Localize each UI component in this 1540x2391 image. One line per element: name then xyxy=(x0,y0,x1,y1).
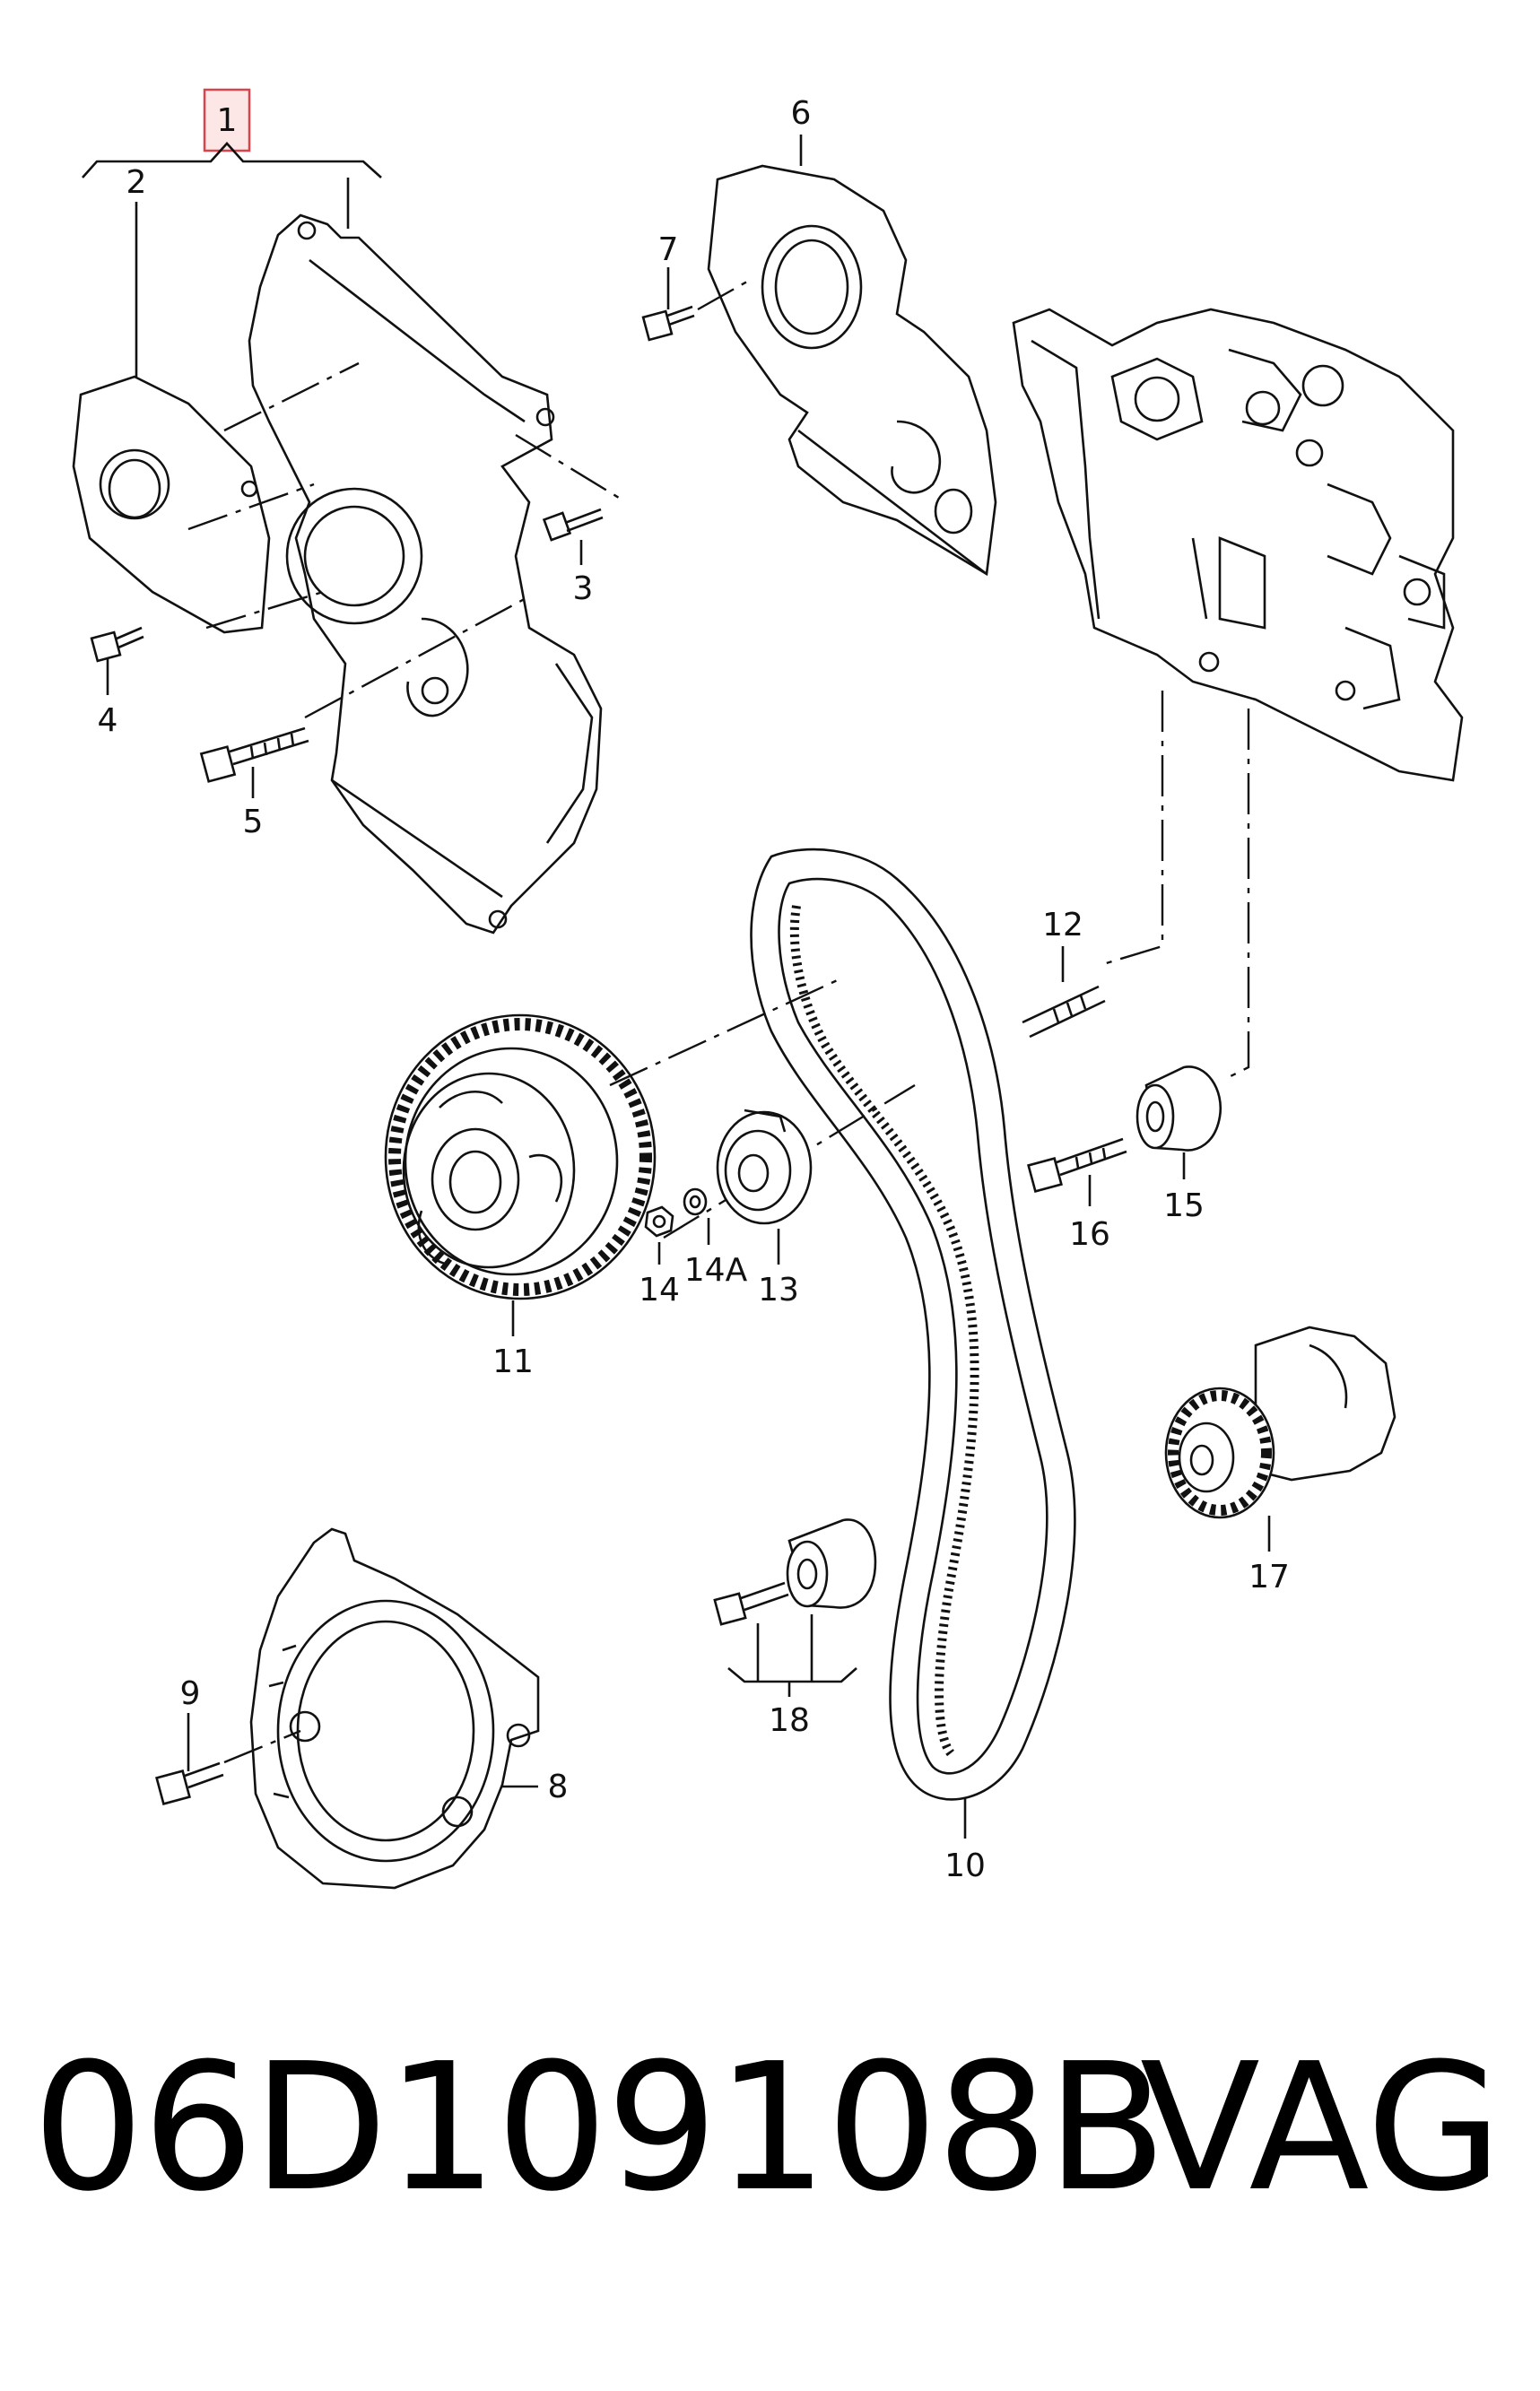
callout-1-highlight xyxy=(203,88,251,152)
callout-5[interactable]: 5 xyxy=(243,804,264,840)
bolt-18 xyxy=(713,1581,789,1626)
camshaft-sprocket-11 xyxy=(384,1013,657,1300)
callout-8[interactable]: 8 xyxy=(548,1769,569,1805)
bolt-16 xyxy=(1027,1137,1127,1193)
bolt-3 xyxy=(542,508,604,542)
lower-cover-8 xyxy=(249,1527,540,1890)
callout-7[interactable]: 7 xyxy=(658,231,679,268)
part-number: 06D109108B xyxy=(32,2026,1167,2230)
rear-cover-6 xyxy=(707,164,997,577)
bolt-9 xyxy=(155,1761,224,1805)
cover-plate-2 xyxy=(72,375,271,634)
callout-14a[interactable]: 14A xyxy=(684,1252,748,1289)
callout-1-group[interactable]: 1 xyxy=(82,88,382,178)
washer-14a xyxy=(683,1187,708,1216)
bolt-5 xyxy=(199,726,309,783)
callout-14[interactable]: 14 xyxy=(639,1272,680,1309)
alignment-line-cover-c xyxy=(205,590,324,630)
callout-13[interactable]: 13 xyxy=(758,1272,799,1309)
bracket-1 xyxy=(82,142,382,178)
bolt-7 xyxy=(641,305,695,342)
bracket-18 xyxy=(727,1614,857,1683)
guide-line-15 xyxy=(1230,709,1250,1078)
callout-18[interactable]: 18 xyxy=(769,1702,810,1739)
callout-16[interactable]: 16 xyxy=(1069,1216,1110,1253)
water-pump-17 xyxy=(1164,1326,1396,1519)
callout-3[interactable]: 3 xyxy=(573,570,594,607)
timing-belt-exploded-diagram: 1 2 3 4 xyxy=(72,88,1464,1890)
tensioner-13 xyxy=(716,1109,813,1225)
guide-line-12 xyxy=(1102,691,1164,966)
upper-timing-cover xyxy=(248,213,603,935)
timing-belt-10 xyxy=(750,848,1076,1801)
callout-4[interactable]: 4 xyxy=(98,702,118,739)
stud-12 xyxy=(1022,985,1106,1039)
callout-9[interactable]: 9 xyxy=(180,1675,201,1712)
engine-block xyxy=(1012,308,1464,782)
callout-12[interactable]: 12 xyxy=(1042,907,1083,943)
alignment-line-cover-e xyxy=(515,433,620,500)
alignment-line-cover-b xyxy=(187,483,315,531)
callout-17[interactable]: 17 xyxy=(1249,1559,1290,1595)
guide-roller-18 xyxy=(786,1518,877,1609)
alignment-line-9 xyxy=(223,1729,301,1764)
callout-10[interactable]: 10 xyxy=(944,1848,986,1884)
callout-6[interactable]: 6 xyxy=(791,95,812,132)
idler-roller-15 xyxy=(1135,1065,1222,1152)
callout-11[interactable]: 11 xyxy=(492,1343,534,1380)
alignment-line-11 xyxy=(609,976,844,1087)
bolt-4 xyxy=(90,626,144,663)
callout-2[interactable]: 2 xyxy=(126,164,147,201)
brand-name: VAG xyxy=(1139,2026,1502,2230)
alignment-line-cover-a xyxy=(223,361,360,432)
nut-14 xyxy=(644,1205,674,1238)
alignment-line-cover-d xyxy=(304,595,530,719)
callout-1[interactable]: 1 xyxy=(217,102,238,139)
callout-15[interactable]: 15 xyxy=(1163,1187,1205,1224)
alignment-line-7 xyxy=(697,276,754,311)
footer: 06D109108B VAG xyxy=(0,2004,1540,2274)
